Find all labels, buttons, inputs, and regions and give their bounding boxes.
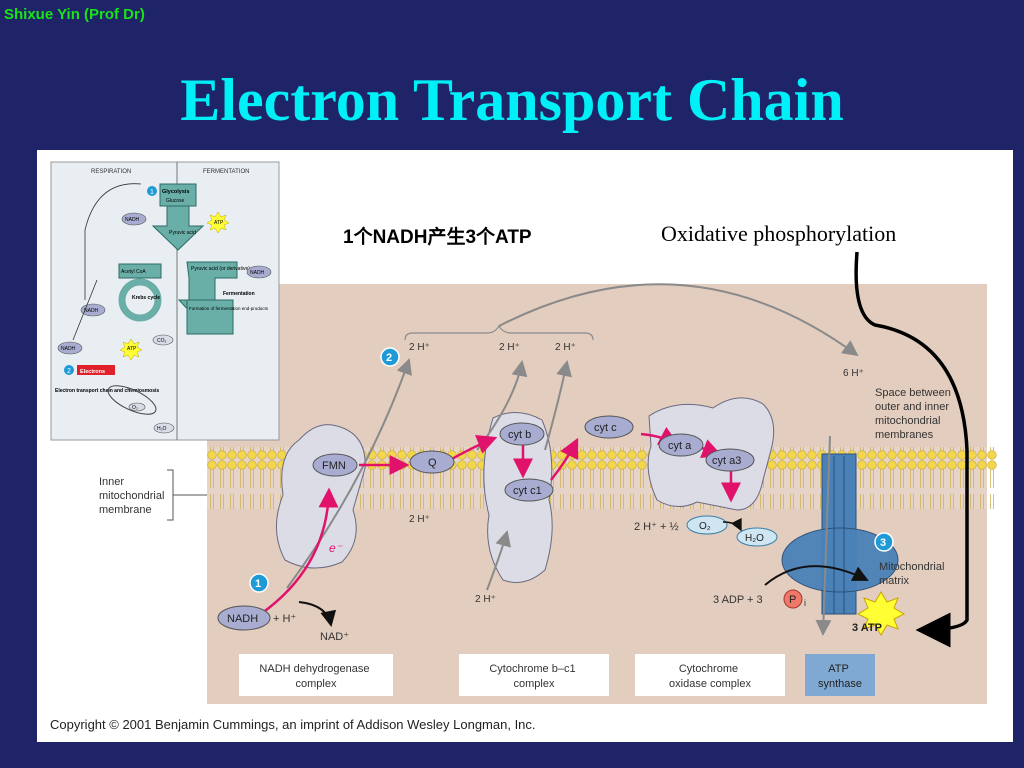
svg-text:O₂: O₂ (699, 521, 711, 532)
complex3-label: Cytochrome b–c1 complex (489, 663, 578, 690)
adp-equation-label: 3 ADP + 3 (713, 594, 763, 606)
complex3-label-box (459, 654, 609, 696)
inset-nadh-3: NADH (84, 308, 99, 314)
inset-fermentation-header: FERMENTATION (203, 169, 249, 175)
h2o-molecule (736, 527, 778, 547)
complex4-label-box (635, 654, 785, 696)
complex4-label: Cytochrome oxidase complex (669, 663, 751, 690)
inset-glycolysis-label: Glycolysis (162, 189, 190, 195)
author-label: Shixue Yin (Prof Dr) (4, 6, 145, 23)
svg-text:cyt a: cyt a (668, 440, 692, 452)
svg-text:3 ATP: 3 ATP (852, 622, 882, 634)
inset-atp-1: ATP (214, 220, 224, 226)
complex1-label: NADH dehydrogenase complex (259, 663, 372, 690)
h-label-mid: 2 H⁺ (409, 514, 430, 525)
etc-diagram: Inner mitochondrial membrane RESPIRATION… (50, 161, 997, 732)
svg-text:NADH: NADH (227, 613, 258, 625)
inset-step1-badge (147, 186, 157, 196)
inset-electrons-label: Electrons (80, 369, 105, 375)
copyright-text: Copyright © 2001 Benjamin Cummings, an i… (50, 717, 536, 732)
inset-nadh-4: NADH (61, 346, 76, 352)
h-plus-label: + H⁺ (273, 613, 296, 625)
svg-text:2: 2 (67, 368, 71, 375)
svg-text:Q: Q (428, 457, 437, 469)
atp-synthase-label: ATP synthase (818, 663, 862, 690)
inset-acetylcoa-label: Acetyl CoA (121, 269, 146, 275)
inset-overview: RESPIRATION FERMENTATION 1 Glycolysis Gl… (50, 161, 280, 441)
h-label-3: 2 H⁺ (555, 342, 576, 353)
slide-title: Electron Transport Chain (180, 67, 844, 133)
cyt-a-carrier (658, 433, 704, 457)
svg-text:cyt b: cyt b (508, 429, 531, 441)
cyt-c1-carrier (504, 478, 554, 502)
matrix-label: Mitochondrial matrix (879, 561, 947, 587)
inset-nadh-2: NADH (250, 270, 265, 276)
complex1-label-box (239, 654, 393, 696)
svg-text:1: 1 (255, 578, 261, 590)
intermembrane-space-label: Space between outer and inner mitochondr… (875, 387, 954, 441)
h-label-6: 6 H⁺ (843, 368, 864, 379)
svg-text:cyt a3: cyt a3 (712, 455, 741, 467)
electron-label: e⁻ (329, 541, 344, 555)
phosphate-circle (783, 589, 803, 609)
svg-text:H₂O: H₂O (745, 533, 764, 544)
svg-text:2: 2 (386, 352, 392, 364)
atp-synthase-head (781, 527, 899, 593)
oxphos-pointer-arrow (854, 251, 969, 648)
inset-formation-label: Formation of fermentation end-products (189, 306, 269, 311)
cyt-b-carrier (499, 422, 545, 446)
inset-krebs-label: Krebs cycle (132, 295, 160, 301)
inset-atp-2: ATP (127, 346, 137, 352)
nadh-carrier (217, 605, 271, 631)
fmn-carrier (312, 453, 358, 477)
inset-glucose-label: Glucose (166, 198, 185, 204)
q-carrier (409, 450, 455, 474)
inset-respiration-header: RESPIRATION (91, 169, 131, 175)
svg-text:i: i (804, 598, 806, 608)
svg-text:1: 1 (150, 189, 154, 196)
inset-pyruvic-label: Pyruvic acid (169, 230, 196, 236)
svg-text:cyt c: cyt c (594, 422, 617, 434)
step1-badge (249, 573, 269, 593)
atp-product-star (856, 591, 906, 636)
inset-co2-label: CO₂ (157, 338, 167, 344)
inset-pyruvic-deriv-label: Pyruvic acid (or derivative) (191, 266, 250, 272)
figure-panel: Inner mitochondrial membrane RESPIRATION… (37, 150, 1013, 742)
atp-synthase-label-box (805, 654, 875, 696)
h-label-2: 2 H⁺ (499, 342, 520, 353)
o2-molecule (686, 515, 728, 535)
inset-nadh-1: NADH (125, 217, 140, 223)
h-label-1: 2 H⁺ (409, 342, 430, 353)
inset-o2-label: O₂ (132, 405, 138, 411)
nad-plus-label: NAD⁺ (320, 631, 349, 643)
oxphos-annotation: Oxidative phosphorylation (661, 221, 896, 246)
inset-fermentation-label: Fermentation (223, 291, 255, 297)
step2-badge (380, 347, 400, 367)
inner-membrane-label: Inner mitochondrial membrane (99, 476, 167, 516)
cyt-c-carrier (584, 415, 634, 439)
nadh-atp-annotation: 1个NADH产生3个ATP (343, 225, 532, 248)
svg-text:P: P (789, 594, 796, 606)
inset-etc-label: Electron transport chain and chemiosmosi… (55, 388, 159, 394)
o2-equation-label: 2 H⁺ + ½ (634, 521, 679, 533)
svg-text:FMN: FMN (322, 460, 346, 472)
cyt-a3-carrier (705, 448, 755, 472)
svg-text:3: 3 (880, 537, 886, 549)
step3-badge (874, 532, 894, 552)
svg-text:cyt c1: cyt c1 (513, 485, 542, 497)
inset-h2o-label: H₂O (157, 426, 167, 432)
h-label-bottom: 2 H⁺ (475, 594, 496, 605)
